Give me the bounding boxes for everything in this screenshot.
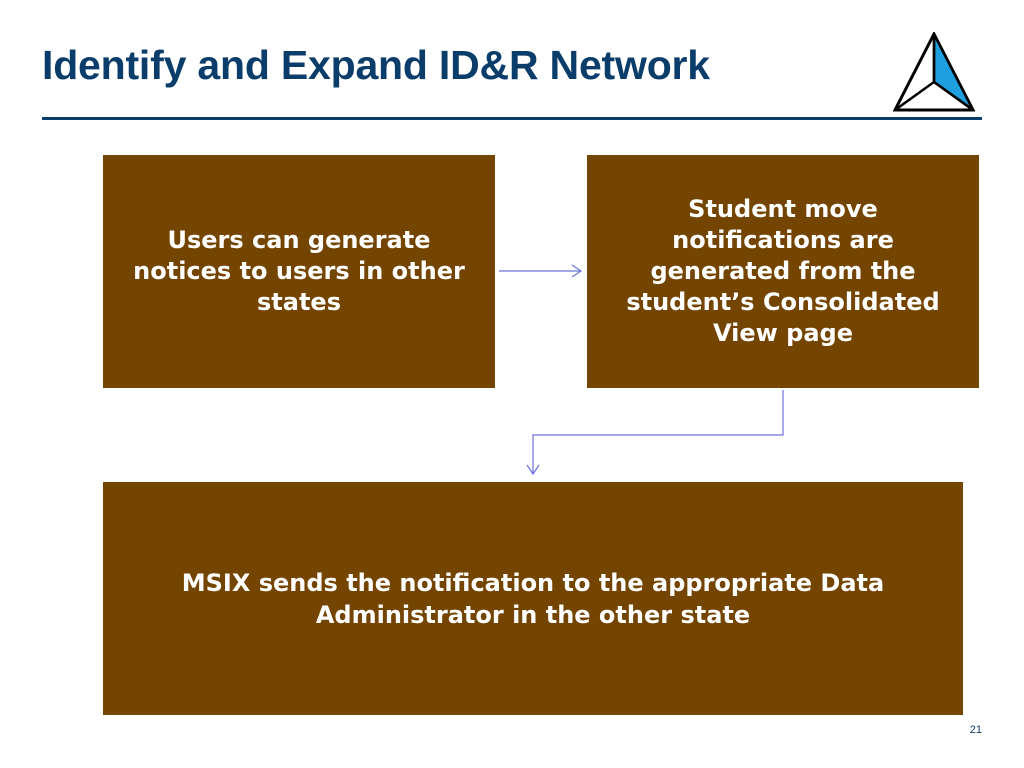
elbow-arrow-box2-to-box3 — [526, 390, 784, 476]
flow-box-text: Users can generate notices to users in o… — [133, 226, 465, 316]
flow-box-msix-sends: MSIX sends the notification to the appro… — [103, 482, 963, 715]
title-underline — [42, 117, 982, 120]
slide-title: Identify and Expand ID&R Network — [42, 42, 710, 88]
arrow-box1-to-box2 — [499, 264, 583, 278]
flow-box-move-notifications: Student move notifications are generated… — [587, 155, 979, 388]
page-number: 21 — [969, 724, 982, 736]
triangle-logo-icon — [893, 32, 975, 112]
flow-box-text: Student move notifications are generated… — [626, 195, 940, 347]
flow-box-text: MSIX sends the notification to the appro… — [181, 568, 885, 629]
flow-box-generate-notices: Users can generate notices to users in o… — [103, 155, 495, 388]
